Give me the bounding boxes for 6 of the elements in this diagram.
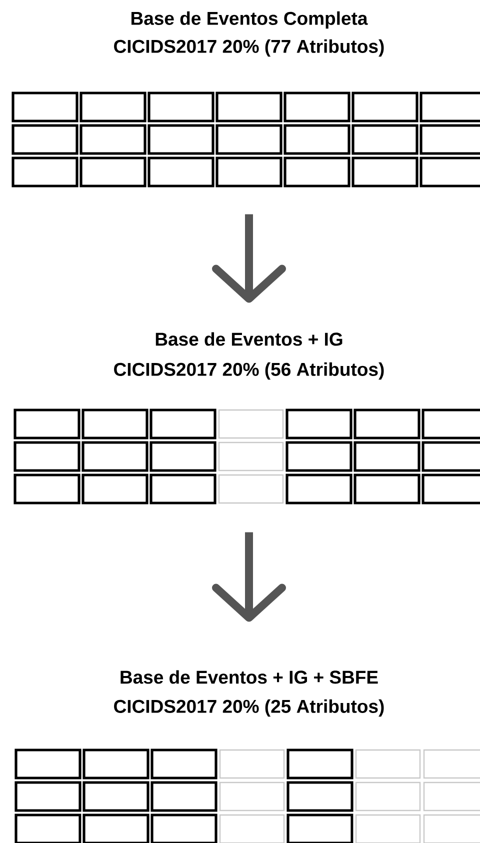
heading-text: CICIDS2017 20% (56 Atributos)	[114, 362, 384, 380]
heading-text: Base de Eventos + IG	[156, 332, 342, 346]
heading-text: CICIDS2017 20% (25 Atributos)	[114, 699, 384, 717]
heading-text: CICIDS2017 20% (77 Atributos)	[114, 39, 384, 57]
heading-text: Base de Eventos Completa	[132, 11, 368, 29]
heading-text: Base de Eventos + IG + SBFE	[120, 670, 378, 684]
